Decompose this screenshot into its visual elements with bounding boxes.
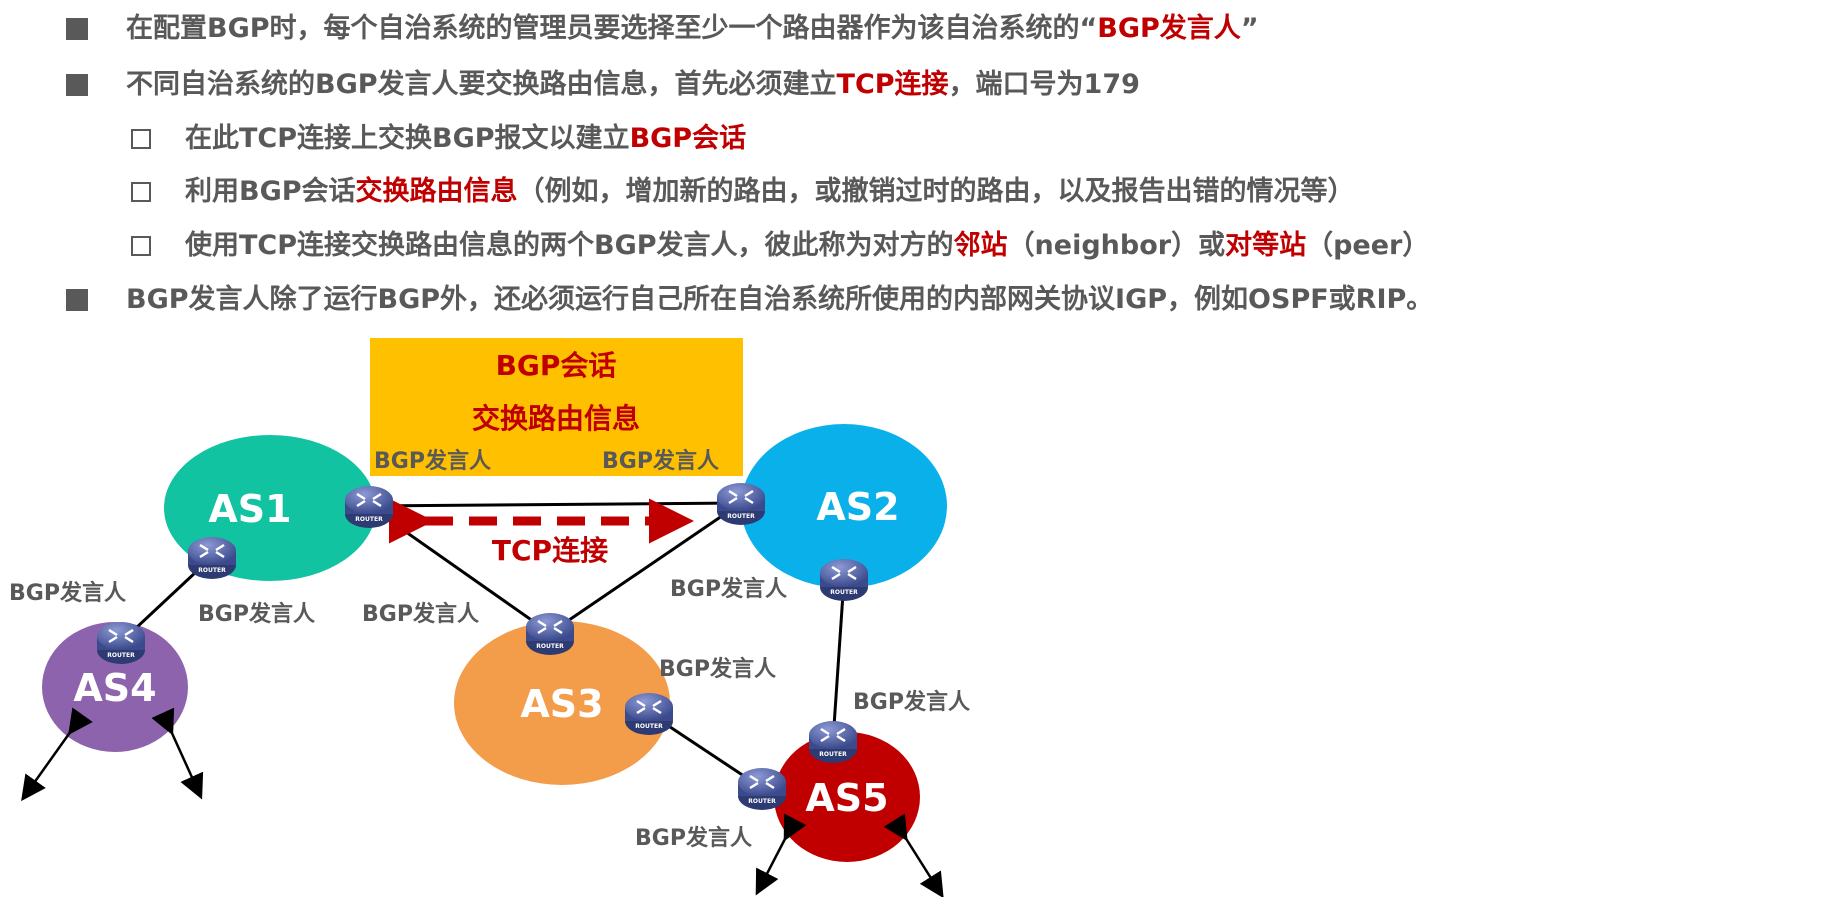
highlight: 邻站 — [953, 230, 1008, 261]
router-icon: ROUTER — [625, 693, 673, 735]
highlight: BGP会话 — [629, 123, 747, 154]
sub-bullet-3: 使用TCP连接交换路由信息的两个BGP发言人，彼此称为对方的邻站（neighbo… — [185, 229, 1429, 263]
router-caption: ROUTER — [536, 643, 564, 650]
router-caption: ROUTER — [830, 589, 858, 596]
external-link-arrow — [883, 813, 944, 897]
bgp-speaker-label: BGP发言人 — [9, 580, 126, 606]
router-caption: ROUTER — [355, 516, 383, 523]
router-caption: ROUTER — [107, 652, 135, 659]
bgp-speaker-label: BGP发言人 — [670, 576, 787, 602]
bullet-box-icon — [131, 182, 151, 202]
bgp-speaker-label: BGP发言人 — [635, 825, 752, 851]
router-icon: ROUTER — [97, 622, 145, 664]
sub-bullet-1: 在此TCP连接上交换BGP报文以建立BGP会话 — [185, 122, 746, 156]
text: 在配置BGP时，每个自治系统的管理员要选择至少一个路由器作为该自治系统的“ — [126, 13, 1098, 44]
bgp-speaker-label: BGP发言人 — [853, 689, 970, 715]
router-icon: ROUTER — [526, 613, 574, 655]
external-arrows — [21, 707, 944, 897]
as-3-label: AS3 — [520, 682, 603, 726]
bullet-square-icon — [66, 18, 88, 40]
text: （例如，增加新的路由，或撤销过时的路由，以及报告出错的情况等） — [517, 176, 1355, 207]
router-icon: ROUTER — [738, 768, 786, 810]
router-icon: ROUTER — [809, 721, 857, 763]
router-icon: ROUTER — [345, 486, 393, 528]
router-caption: ROUTER — [198, 567, 226, 574]
bullet-2: 不同自治系统的BGP发言人要交换路由信息，首先必须建立TCP连接，端口号为179 — [126, 68, 1140, 102]
text: 利用BGP会话 — [185, 176, 356, 207]
as-5-cloud — [774, 732, 920, 862]
bullet-1: 在配置BGP时，每个自治系统的管理员要选择至少一个路由器作为该自治系统的“BGP… — [126, 12, 1259, 46]
bullet-3: BGP发言人除了运行BGP外，还必须运行自己所在自治系统所使用的内部网关协议IG… — [126, 283, 1433, 317]
tcp-label: TCP连接 — [492, 534, 608, 567]
router-caption: ROUTER — [819, 751, 847, 758]
text: 不同自治系统的BGP发言人要交换路由信息，首先必须建立 — [126, 69, 837, 100]
router-icon: ROUTER — [717, 483, 765, 525]
bullet-square-icon — [66, 289, 88, 311]
as-2-label: AS2 — [816, 485, 899, 529]
text: ，端口号为179 — [948, 69, 1140, 100]
text: BGP发言人除了运行BGP外，还必须运行自己所在自治系统所使用的内部网关协议IG… — [126, 284, 1434, 315]
bgp-session-box — [370, 338, 743, 476]
bgp-speaker-label: BGP发言人 — [659, 656, 776, 682]
bgp-link — [368, 501, 742, 508]
highlight: BGP发言人 — [1097, 13, 1241, 44]
text: （neighbor）或 — [1007, 230, 1226, 261]
router-caption: ROUTER — [727, 513, 755, 520]
external-link-arrow — [151, 707, 204, 800]
router-icon: ROUTER — [820, 559, 868, 601]
highlight: 对等站 — [1225, 230, 1307, 261]
as-4-label: AS4 — [73, 666, 156, 710]
text: 在此TCP连接上交换BGP报文以建立 — [185, 123, 630, 154]
text: （peer） — [1306, 230, 1430, 261]
bgp-speaker-label: BGP发言人 — [602, 448, 719, 474]
session-subtitle: 交换路由信息 — [472, 402, 640, 435]
highlight: 交换路由信息 — [355, 176, 518, 207]
router-icon: ROUTER — [188, 537, 236, 579]
bgp-speaker-label: BGP发言人 — [362, 601, 479, 627]
as-2-cloud — [741, 424, 947, 588]
sub-bullet-2: 利用BGP会话交换路由信息（例如，增加新的路由，或撤销过时的路由，以及报告出错的… — [185, 175, 1355, 209]
router-caption: ROUTER — [635, 723, 663, 730]
speaker-labels: BGP发言人 BGP发言人 BGP发言人 BGP发言人 BGP发言人 BGP发言人 BGP发… — [9, 448, 970, 851]
external-link-arrow — [21, 707, 93, 802]
bullet-box-icon — [131, 129, 151, 149]
bgp-link — [831, 578, 846, 742]
bgp-speaker-label: BGP发言人 — [374, 448, 491, 474]
text: ” — [1240, 13, 1259, 44]
as-3-cloud — [454, 621, 670, 785]
as-5-label: AS5 — [805, 776, 888, 820]
routers: ROUTER ROUTER ROUTER ROUTER ROUTER ROUTER ROUT… — [97, 483, 868, 810]
bullet-square-icon — [66, 74, 88, 96]
session-title: BGP会话 — [496, 349, 617, 382]
as-1-label: AS1 — [208, 487, 291, 531]
bullet-box-icon — [131, 236, 151, 256]
bgp-speaker-label: BGP发言人 — [198, 601, 315, 627]
highlight: TCP连接 — [836, 69, 949, 100]
router-caption: ROUTER — [748, 798, 776, 805]
bgp-link — [549, 501, 742, 635]
text: 使用TCP连接交换路由信息的两个BGP发言人，彼此称为对方的 — [185, 230, 954, 261]
external-link-arrow — [755, 813, 807, 896]
